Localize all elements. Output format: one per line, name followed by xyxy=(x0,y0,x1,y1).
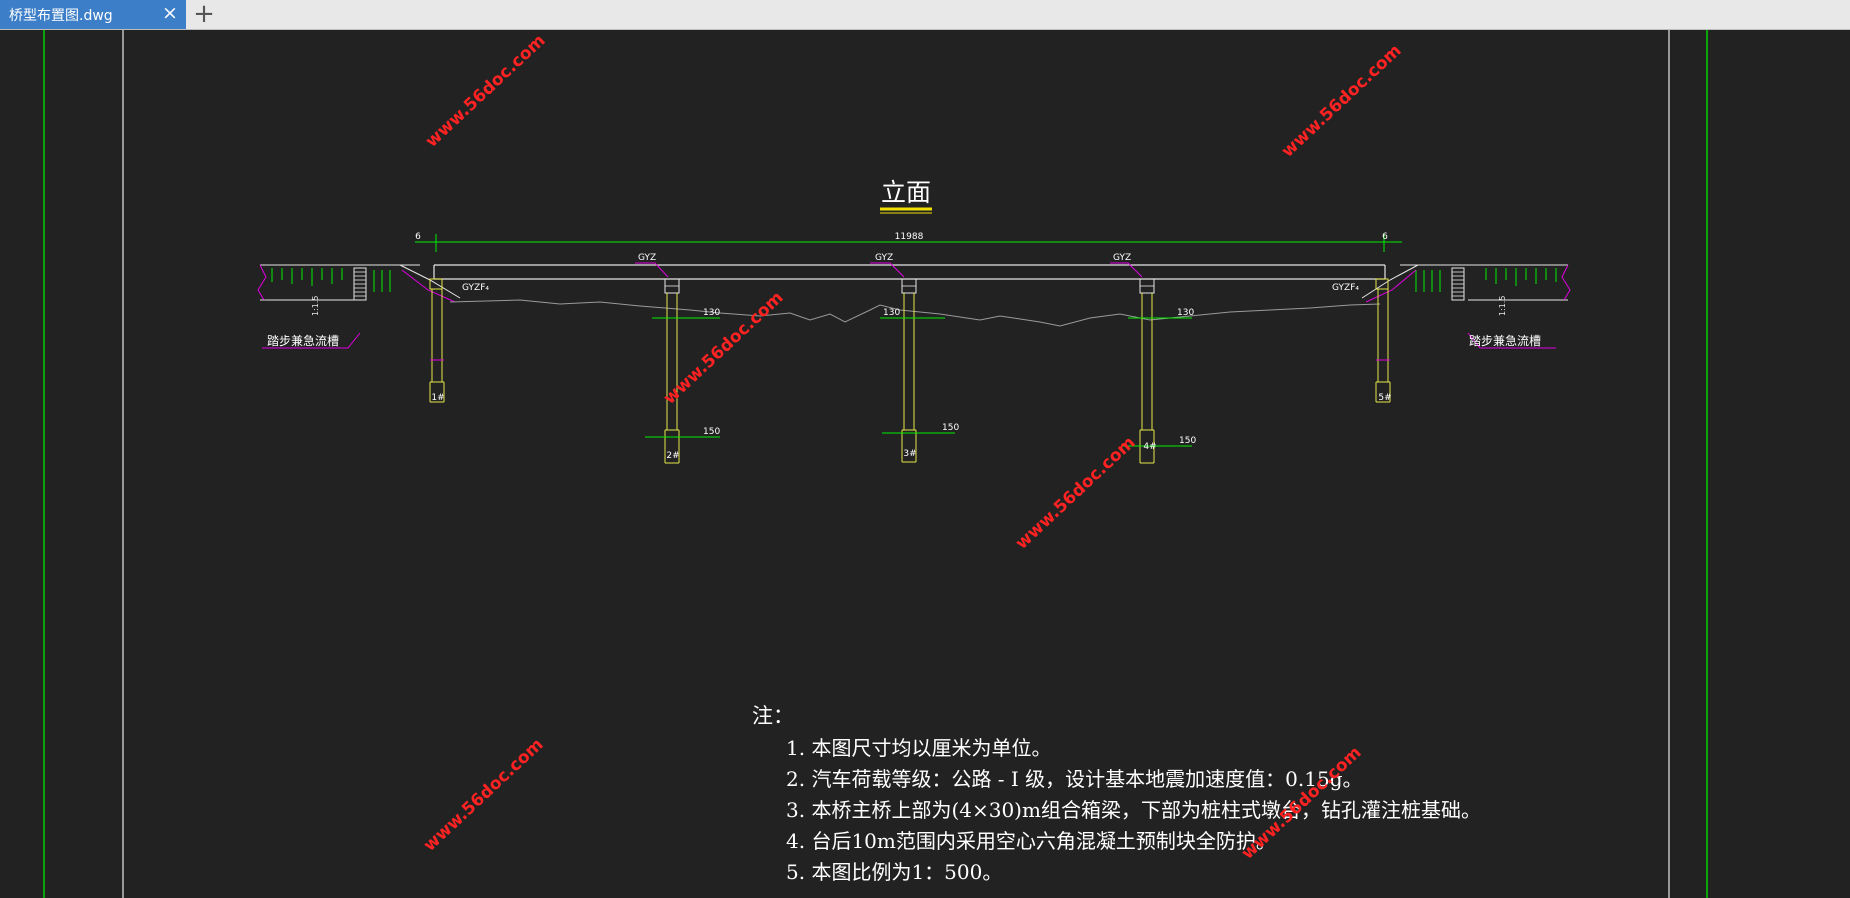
dimension-left-end: 6 xyxy=(415,232,421,242)
notes-heading: 注： xyxy=(752,704,794,728)
dimension-total-length: 11988 xyxy=(895,232,924,242)
bearing-label-pier-3: GYZ xyxy=(875,253,893,263)
pier-width-label-4: 130 xyxy=(1177,308,1194,318)
plus-icon[interactable]: + xyxy=(193,0,215,29)
abutment-pile-5 xyxy=(1375,289,1391,403)
bearing-label-pier-4: GYZ xyxy=(1113,253,1131,263)
pier-number-1: 1# xyxy=(431,393,444,403)
note-item-1: 1. 本图尺寸均以厘米为单位。 xyxy=(786,736,1051,760)
drawing-notes: 注： 1. 本图尺寸均以厘米为单位。 2. 汽车荷载等级：公路 - Ⅰ 级，设计… xyxy=(752,704,1481,884)
watermark-text: www.56doc.com xyxy=(660,288,788,409)
watermark-text: www.56doc.com xyxy=(1278,41,1406,162)
pier-2 xyxy=(635,262,720,464)
bridge-deck xyxy=(433,264,1386,280)
elevation-title: 立面 xyxy=(881,178,931,207)
drawing-canvas[interactable]: 立面 11988 6 6 xyxy=(0,30,1850,898)
ground-line xyxy=(449,299,1381,327)
bearing-label-pier-2: GYZ xyxy=(638,253,656,263)
side-label-right: 踏步兼急流槽 xyxy=(1469,333,1541,348)
pier-number-2: 2# xyxy=(666,451,679,461)
overall-dimension: 11988 6 6 xyxy=(415,232,1402,252)
watermark-text: www.56doc.com xyxy=(422,31,550,152)
tab-bridge-layout-dwg[interactable]: 桥型布置图.dwg × xyxy=(0,0,186,29)
pier-number-3: 3# xyxy=(903,449,916,459)
note-item-4: 4. 台后10m范围内采用空心六角混凝土预制块全防护。 xyxy=(786,829,1276,853)
pier-width-label-2: 130 xyxy=(703,308,720,318)
abutment-bearing-right: GYZF₄ xyxy=(1332,283,1359,293)
slope-label-left: 1:1.5 xyxy=(311,295,320,316)
abutment-pile-1 xyxy=(429,289,445,403)
watermark-text: www.56doc.com xyxy=(420,735,548,856)
pier-number-5: 5# xyxy=(1378,393,1391,403)
note-item-3: 3. 本桥主桥上部为(4×30)m组合箱梁，下部为桩柱式墩台，钻孔灌注桩基础。 xyxy=(786,798,1481,822)
document-tab-bar: 桥型布置图.dwg × + xyxy=(0,0,1850,30)
pier-4 xyxy=(1110,262,1192,464)
pier-width-label-3: 130 xyxy=(883,308,900,318)
slope-label-right: 1:1.5 xyxy=(1498,295,1507,316)
note-item-5: 5. 本图比例为1：500。 xyxy=(786,860,1002,884)
pier-number-4: 4# xyxy=(1143,442,1156,452)
side-label-left: 踏步兼急流槽 xyxy=(267,333,339,348)
left-abutment: 1:1.5 踏步兼急流槽 GYZF₄ xyxy=(257,264,489,349)
abutment-bearing-left: GYZF₄ xyxy=(462,283,489,293)
tab-label: 桥型布置图.dwg xyxy=(9,8,113,24)
right-abutment: 1:1.5 踏步兼急流槽 GYZF₄ xyxy=(1332,264,1571,349)
close-icon[interactable]: × xyxy=(162,2,178,24)
pile-width-label-4: 150 xyxy=(1179,436,1196,446)
pile-width-label-2: 150 xyxy=(703,427,720,437)
dimension-right-end: 6 xyxy=(1382,232,1388,242)
watermark-text: www.56doc.com xyxy=(1012,433,1140,554)
pier-3 xyxy=(870,262,955,463)
pile-width-label-3: 150 xyxy=(942,423,959,433)
note-item-2: 2. 汽车荷载等级：公路 - Ⅰ 级，设计基本地震加速度值：0.15g。 xyxy=(786,767,1363,791)
